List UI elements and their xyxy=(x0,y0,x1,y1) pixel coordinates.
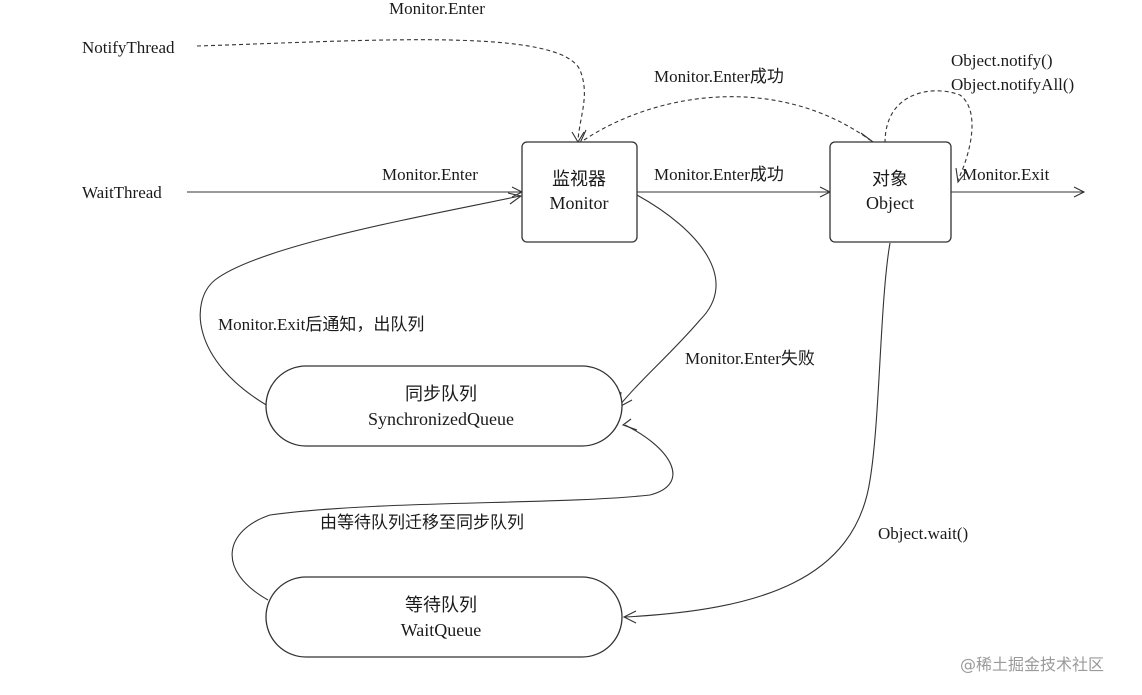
wait-queue-label-2: WaitQueue xyxy=(401,620,482,640)
monitor-node-label-1: 监视器 xyxy=(552,169,606,189)
monitor-node xyxy=(521,141,638,243)
edge-monitor-to-syncqueue xyxy=(619,194,717,406)
exit-label: Monitor.Exit xyxy=(962,165,1050,184)
edge-object-self-notify xyxy=(884,90,973,181)
notify-label: Object.notify() xyxy=(951,51,1053,70)
object-wait-label: Object.wait() xyxy=(878,524,968,543)
edge-monitor-object-arc xyxy=(583,96,871,141)
sync-queue-label-2: SynchronizedQueue xyxy=(368,409,514,429)
arrowhead-waitqueue-to-syncqueue xyxy=(621,418,638,431)
edge-notify-to-monitor xyxy=(196,39,585,141)
wait-queue-label-1: 等待队列 xyxy=(405,595,477,615)
wait-to-sync-label: 由等待队列迁移至同步队列 xyxy=(320,513,524,532)
edge-waitqueue-to-syncqueue xyxy=(231,424,674,601)
wait-queue-node xyxy=(265,576,623,658)
notify-enter-label: Monitor.Enter xyxy=(389,0,485,18)
wait-thread-label: WaitThread xyxy=(82,183,162,202)
edge-object-to-waitqueue xyxy=(624,242,891,618)
monitor-node-label-2: Monitor xyxy=(549,193,608,213)
sync-queue-label-1: 同步队列 xyxy=(405,384,477,404)
sync-queue-node xyxy=(265,365,623,447)
notify-thread-label: NotifyThread xyxy=(82,38,175,57)
arrowhead-exit xyxy=(1073,186,1086,198)
arrowhead-syncqueue-to-monitor xyxy=(507,192,523,205)
object-node xyxy=(829,141,952,243)
arrowhead-arc-monitor xyxy=(579,129,595,144)
arrowhead-self-notify xyxy=(955,167,967,184)
object-node-label-1: 对象 xyxy=(872,169,908,189)
enter-success-top-label: Monitor.Enter成功 xyxy=(654,67,784,86)
notify-all-label: Object.notifyAll() xyxy=(951,75,1074,94)
enter-success-mid-label: Monitor.Enter成功 xyxy=(654,165,784,184)
object-node-label-2: Object xyxy=(866,193,914,213)
exit-notify-dequeue-label: Monitor.Exit后通知，出队列 xyxy=(218,315,424,334)
arrowhead-object-to-waitqueue xyxy=(622,610,637,624)
watermark: @稀土掘金技术社区 xyxy=(960,655,1104,674)
wait-enter-label: Monitor.Enter xyxy=(382,165,478,184)
edge-syncqueue-to-monitor xyxy=(199,195,521,407)
enter-fail-label: Monitor.Enter失败 xyxy=(685,349,815,368)
